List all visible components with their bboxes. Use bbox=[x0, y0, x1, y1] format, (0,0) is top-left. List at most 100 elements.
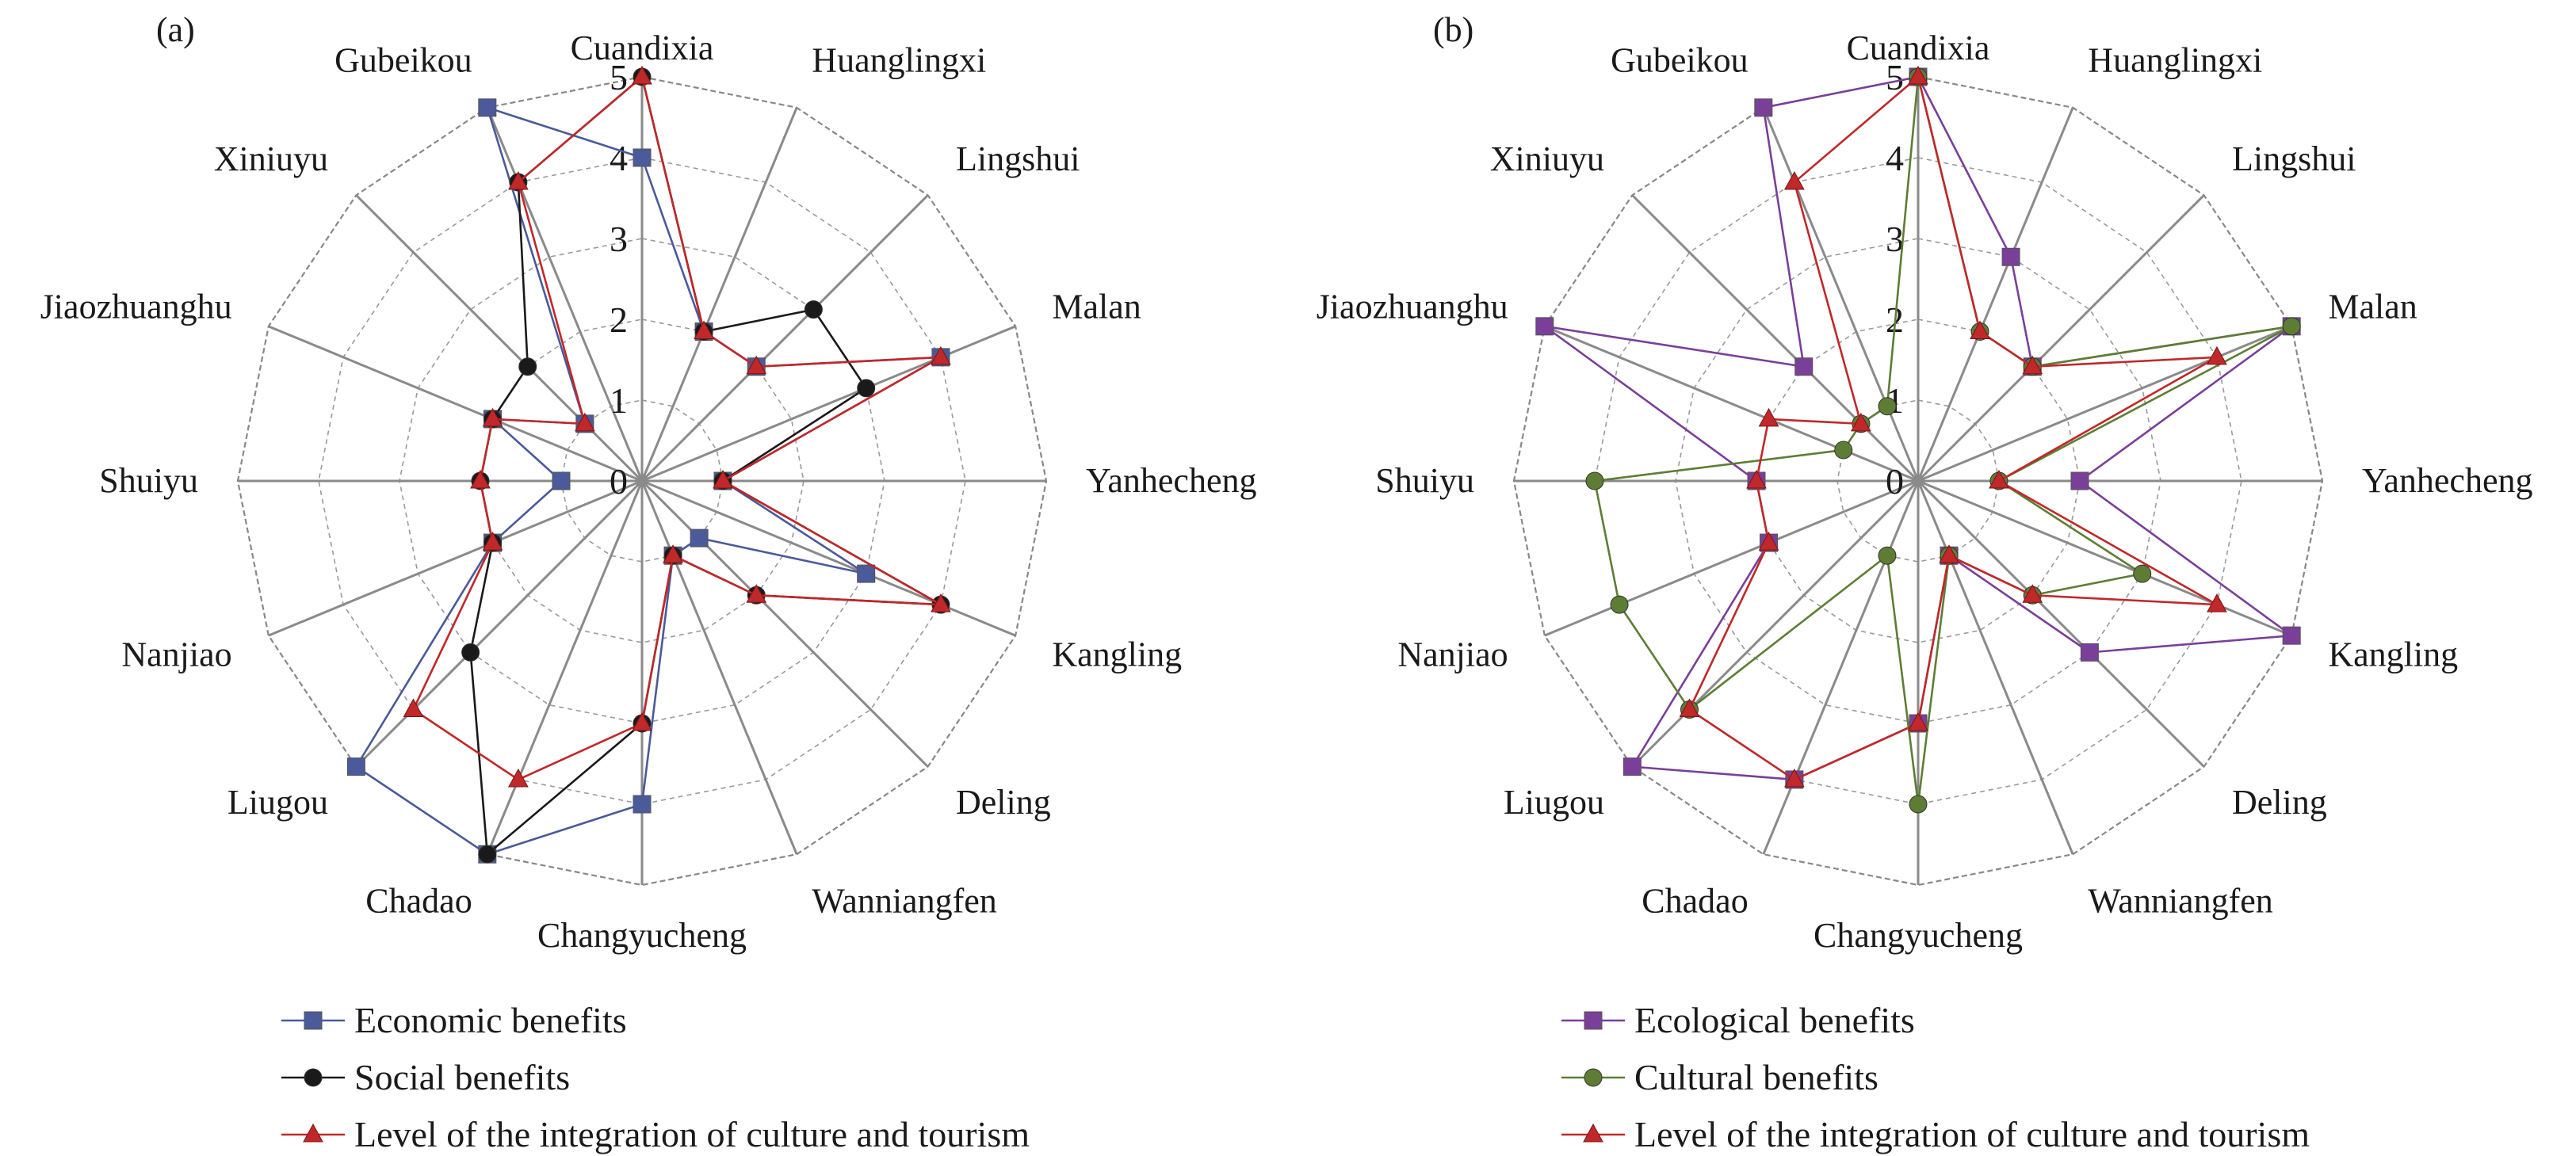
spoke-deling bbox=[1917, 479, 2205, 768]
data-point-social-benefits-lingshui bbox=[804, 300, 823, 319]
data-point-social-benefits-malan bbox=[857, 379, 876, 398]
category-label-chadao: Chadao bbox=[1642, 881, 1748, 920]
category-label-nanjiao: Nanjiao bbox=[121, 635, 231, 674]
data-point-level-of-the-integration-of-culture-and-tourism-deling bbox=[2022, 584, 2043, 603]
data-point-economic-benefits-cuandixia bbox=[633, 148, 652, 167]
data-point-level-of-the-integration-of-culture-and-tourism-kangling bbox=[931, 593, 951, 612]
data-point-level-of-the-integration-of-culture-and-tourism-gubeikou bbox=[1784, 171, 1805, 190]
category-label-kangling: Kangling bbox=[1052, 635, 1182, 674]
spoke-deling bbox=[640, 479, 929, 768]
data-point-level-of-the-integration-of-culture-and-tourism-huanglingxi bbox=[1970, 320, 1990, 340]
category-label-deling: Deling bbox=[956, 783, 1051, 822]
spoke-wanniangfen bbox=[1917, 480, 2074, 855]
data-point-economic-benefits-shuiyu bbox=[552, 471, 571, 490]
spoke-huanglingxi bbox=[1917, 107, 2074, 482]
spoke-chadao bbox=[486, 480, 644, 855]
series-line-level-of-the-integration-of-culture-and-tourism bbox=[412, 75, 942, 781]
data-point-level-of-the-integration-of-culture-and-tourism-jiaozhuanghu bbox=[482, 407, 503, 427]
data-point-ecological-benefits-gubeikou bbox=[1754, 98, 1773, 117]
spoke-lingshui bbox=[1917, 194, 2205, 483]
data-point-economic-benefits-kangling bbox=[857, 564, 876, 583]
category-label-shuiyu: Shuiyu bbox=[99, 461, 198, 500]
spoke-lingshui bbox=[640, 194, 929, 483]
spoke-kangling bbox=[641, 479, 1016, 637]
category-label-yanhecheng: Yanhecheng bbox=[1086, 461, 1257, 500]
radial-tick-label: 1 bbox=[610, 380, 628, 421]
series-line-social-benefits bbox=[469, 75, 942, 856]
data-point-level-of-the-integration-of-culture-and-tourism-wanniangfen bbox=[663, 544, 683, 563]
category-label-shuiyu: Shuiyu bbox=[1375, 461, 1474, 500]
data-point-level-of-the-integration-of-culture-and-tourism-cuandixia bbox=[1908, 65, 1928, 85]
data-point-ecological-benefits-yanhecheng bbox=[2070, 471, 2089, 490]
legend-swatch-marker bbox=[304, 1011, 323, 1030]
legend-swatch-marker bbox=[1584, 1068, 1603, 1087]
data-point-level-of-the-integration-of-culture-and-tourism-xiniuyu bbox=[575, 412, 595, 432]
category-label-malan: Malan bbox=[1052, 287, 1141, 326]
data-point-level-of-the-integration-of-culture-and-tourism-cuandixia bbox=[632, 65, 652, 85]
data-point-level-of-the-integration-of-culture-and-tourism-huanglingxi bbox=[694, 320, 714, 340]
data-point-level-of-the-integration-of-culture-and-tourism-malan bbox=[2207, 345, 2227, 365]
data-point-level-of-the-integration-of-culture-and-tourism-xiniuyu bbox=[1851, 412, 1871, 432]
category-label-kangling: Kangling bbox=[2328, 635, 2458, 674]
legend-swatch-marker bbox=[1583, 1123, 1603, 1143]
radial-tick-label: 5 bbox=[610, 57, 628, 97]
data-point-level-of-the-integration-of-culture-and-tourism-yanhecheng bbox=[713, 469, 733, 489]
radial-tick-label: 4 bbox=[1886, 138, 1904, 178]
category-label-lingshui: Lingshui bbox=[2232, 139, 2356, 178]
panel-label: (b) bbox=[1433, 10, 1473, 49]
spoke-gubeikou bbox=[1762, 107, 1920, 482]
data-point-cultural-benefits-changyucheng bbox=[1909, 795, 1928, 814]
data-point-cultural-benefits-chadao bbox=[1878, 546, 1897, 565]
legend-label-level-of-the-integration-of-culture-and-tourism: Level of the integration of culture and … bbox=[1634, 1114, 2310, 1154]
radial-tick-label: 3 bbox=[610, 219, 628, 259]
data-point-level-of-the-integration-of-culture-and-tourism-shuiyu bbox=[470, 469, 491, 489]
spoke-malan bbox=[1917, 325, 2292, 483]
data-point-level-of-the-integration-of-culture-and-tourism-lingshui bbox=[746, 355, 767, 375]
data-point-level-of-the-integration-of-culture-and-tourism-nanjiao bbox=[482, 532, 503, 551]
legend-label-level-of-the-integration-of-culture-and-tourism: Level of the integration of culture and … bbox=[354, 1114, 1030, 1154]
spoke-jiaozhuanghu bbox=[268, 325, 643, 483]
data-point-level-of-the-integration-of-culture-and-tourism-shuiyu bbox=[1746, 469, 1767, 489]
data-point-level-of-the-integration-of-culture-and-tourism-deling bbox=[746, 584, 767, 603]
data-point-level-of-the-integration-of-culture-and-tourism-chadao bbox=[1784, 768, 1805, 788]
radial-tick-label: 0 bbox=[610, 461, 628, 502]
spoke-huanglingxi bbox=[640, 107, 798, 482]
category-label-lingshui: Lingshui bbox=[956, 139, 1080, 178]
spoke-liugou bbox=[1631, 479, 1920, 768]
data-point-level-of-the-integration-of-culture-and-tourism-yanhecheng bbox=[1989, 469, 2009, 489]
spoke-wanniangfen bbox=[640, 480, 798, 855]
spoke-nanjiao bbox=[1544, 479, 1919, 637]
spoke-liugou bbox=[355, 479, 644, 768]
category-label-changyucheng: Changyucheng bbox=[537, 916, 747, 955]
category-label-nanjiao: Nanjiao bbox=[1397, 635, 1508, 674]
grid-ring-5 bbox=[236, 75, 1048, 887]
category-label-chadao: Chadao bbox=[365, 881, 472, 920]
data-point-ecological-benefits-kangling bbox=[2282, 626, 2301, 645]
category-label-xiniuyu: Xiniuyu bbox=[1490, 139, 1604, 178]
category-label-deling: Deling bbox=[2232, 783, 2327, 822]
category-label-wanniangfen: Wanniangfen bbox=[812, 881, 996, 920]
spoke-xiniuyu bbox=[1631, 194, 1920, 483]
grid-ring-2 bbox=[1756, 319, 2081, 643]
category-label-liugou: Liugou bbox=[1504, 783, 1604, 822]
category-label-cuandixia: Cuandixia bbox=[571, 29, 714, 67]
data-point-level-of-the-integration-of-culture-and-tourism-changyucheng bbox=[632, 712, 652, 731]
spoke-gubeikou bbox=[486, 107, 644, 482]
data-point-level-of-the-integration-of-culture-and-tourism-malan bbox=[931, 345, 951, 365]
legend-swatch-marker bbox=[1584, 1011, 1603, 1030]
category-label-huanglingxi: Huanglingxi bbox=[812, 41, 986, 80]
legend-label-economic-benefits: Economic benefits bbox=[354, 1000, 627, 1040]
series-line-cultural-benefits bbox=[1593, 75, 2293, 806]
legend-swatch-marker bbox=[303, 1123, 323, 1143]
data-point-level-of-the-integration-of-culture-and-tourism-chadao bbox=[508, 768, 529, 788]
grid-ring-5 bbox=[1512, 75, 2324, 887]
data-point-level-of-the-integration-of-culture-and-tourism-wanniangfen bbox=[1939, 544, 1959, 563]
radial-tick-label: 2 bbox=[610, 299, 628, 340]
category-label-changyucheng: Changyucheng bbox=[1814, 916, 2023, 955]
category-label-gubeikou: Gubeikou bbox=[1611, 41, 1749, 80]
data-point-social-benefits-xiniuyu bbox=[518, 357, 537, 376]
